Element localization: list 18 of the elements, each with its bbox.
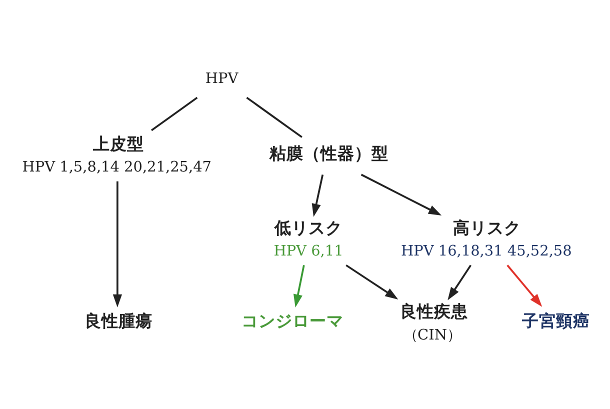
node-text: 良性腫瘍: [84, 311, 152, 330]
arrow: [346, 264, 398, 300]
arrow: [506, 264, 542, 307]
node-text: 子宮頸癌: [522, 311, 590, 330]
arrow: [112, 181, 122, 308]
arrow: [293, 265, 305, 308]
arrow: [448, 264, 472, 300]
arrow: [360, 174, 442, 216]
node-text: 低リスク HPV 6,11: [274, 218, 344, 260]
node-text: 上皮型 HPV 1,5,8,14 20,21,25,47: [22, 134, 212, 176]
node-text: コンジローマ: [242, 311, 344, 330]
connector: [246, 96, 302, 138]
connector: [150, 96, 198, 132]
arrow: [312, 174, 324, 217]
node-text: 粘膜（性器）型: [270, 144, 389, 163]
node-text: 高リスク HPV 16,18,31 45,52,58: [400, 218, 572, 260]
node-text: HPV: [205, 71, 238, 88]
node-text: 良性疾患 （CIN）: [400, 302, 468, 344]
